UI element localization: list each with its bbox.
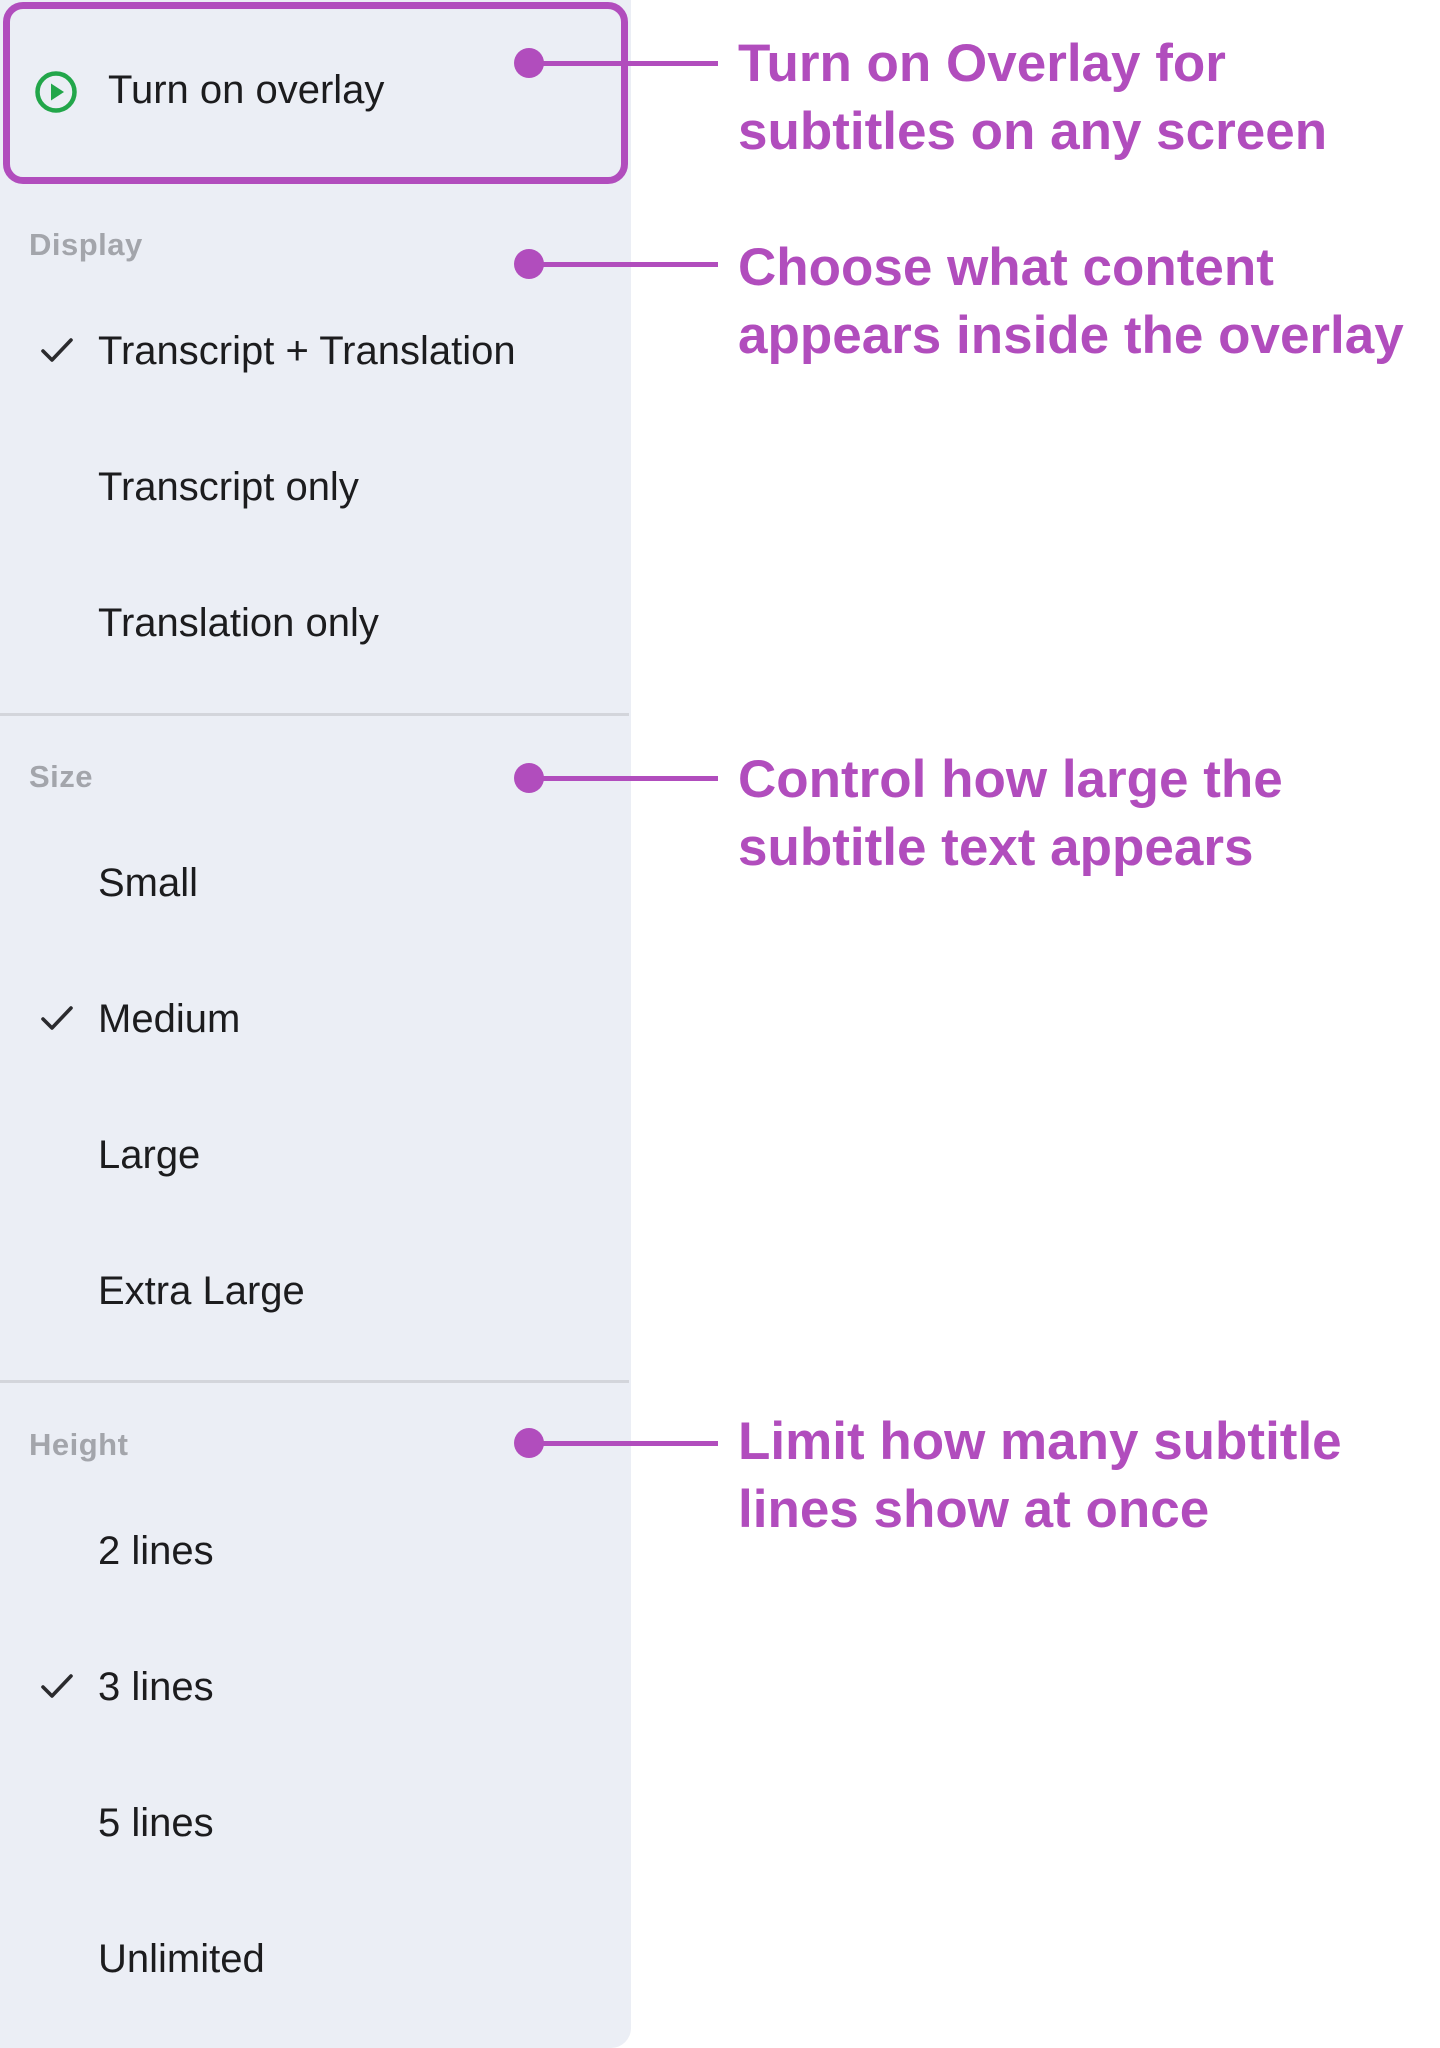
callout-line-overlay (529, 61, 718, 66)
menu-item-transcript-translation[interactable]: Transcript + Translation (0, 300, 631, 404)
section-header-size: Size (29, 759, 94, 794)
menu-item-translation-only[interactable]: Translation only (0, 572, 631, 676)
menu-item-transcript-only[interactable]: Transcript only (0, 436, 631, 540)
menu-item-extra-large[interactable]: Extra Large (0, 1240, 631, 1344)
section-header-height: Height (29, 1427, 129, 1462)
menu-item-medium[interactable]: Medium (0, 968, 631, 1072)
menu-item-label: 2 lines (98, 1529, 214, 1573)
section-header-display: Display (29, 227, 143, 262)
menu-item-label: Small (98, 861, 199, 905)
section-divider (0, 713, 629, 716)
overlay-settings-menu: Turn on overlay Display Transcript + Tra… (0, 0, 631, 2048)
annotation-height: Limit how many subtitle lines show at on… (738, 1412, 1342, 1539)
section-divider (0, 1380, 629, 1383)
callout-line-display (529, 262, 718, 267)
annotation-overlay: Turn on Overlay for subtitles on any scr… (738, 34, 1328, 161)
callout-line-size (529, 776, 718, 781)
menu-item-label: Transcript only (98, 465, 359, 509)
annotation-display: Choose what content appears inside the o… (738, 238, 1404, 365)
menu-item-label: Unlimited (98, 1937, 265, 1981)
turn-on-overlay-button[interactable]: Turn on overlay (3, 2, 628, 184)
menu-item-label: Extra Large (98, 1269, 305, 1313)
menu-item-label: Transcript + Translation (98, 329, 516, 373)
callout-line-height (529, 1441, 718, 1446)
menu-item-5-lines[interactable]: 5 lines (0, 1772, 631, 1876)
menu-item-label: 3 lines (98, 1665, 214, 1709)
checkmark-icon (41, 1006, 73, 1030)
menu-item-small[interactable]: Small (0, 832, 631, 936)
menu-item-label: Medium (98, 997, 241, 1041)
annotation-size: Control how large the subtitle text appe… (738, 750, 1283, 877)
checkmark-icon (41, 1674, 73, 1698)
menu-item-label: Translation only (98, 601, 379, 645)
menu-item-label: 5 lines (98, 1801, 214, 1845)
menu-item-label: Large (98, 1133, 201, 1177)
menu-item-2-lines[interactable]: 2 lines (0, 1500, 631, 1604)
checkmark-icon (41, 338, 73, 362)
menu-item-large[interactable]: Large (0, 1104, 631, 1208)
menu-item-unlimited[interactable]: Unlimited (0, 1908, 631, 2012)
menu-item-3-lines[interactable]: 3 lines (0, 1636, 631, 1740)
turn-on-overlay-label: Turn on overlay (108, 68, 385, 112)
play-circle-icon (35, 71, 77, 113)
